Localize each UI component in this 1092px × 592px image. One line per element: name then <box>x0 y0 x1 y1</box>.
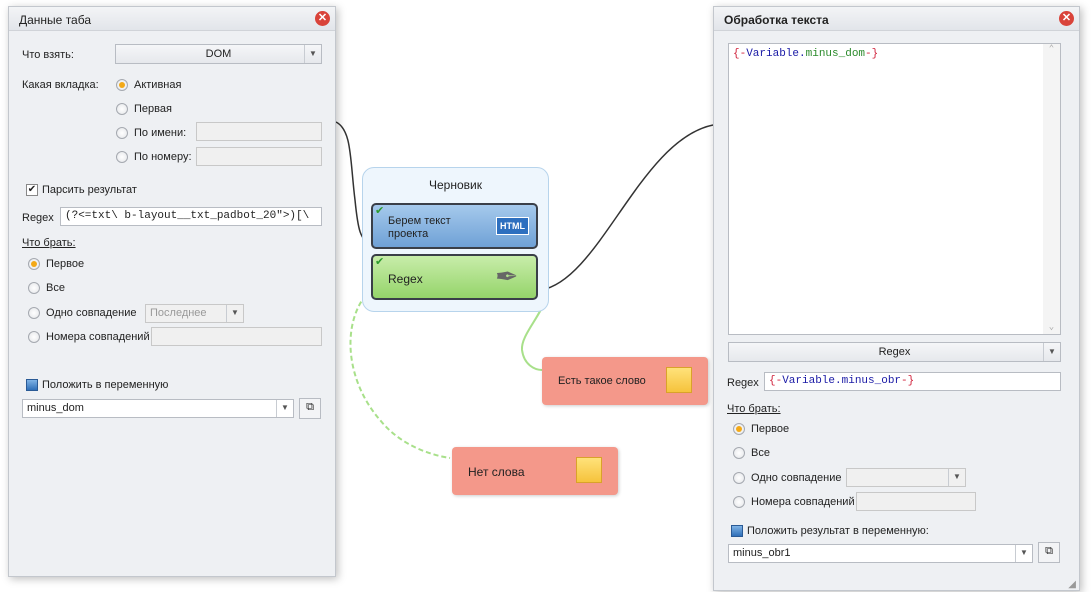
radio-active[interactable] <box>116 79 128 91</box>
group-title: Черновик <box>429 178 482 192</box>
radio-get-numbers[interactable] <box>733 496 745 508</box>
node-regex[interactable]: ✔ Regex ✒ <box>371 254 538 300</box>
html-icon: HTML <box>496 217 529 235</box>
panel-title: Данные таба ✕ <box>9 7 335 31</box>
scrollbar[interactable]: ⌃⌄ <box>1043 44 1060 334</box>
chevron-down-icon[interactable]: ▼ <box>226 305 243 322</box>
radio-label: Номера совпадений <box>751 496 855 508</box>
radio-label: Первое <box>751 423 790 435</box>
token-name: minus_dom <box>805 48 866 60</box>
what-take-select[interactable]: DOM ▼ <box>115 44 322 64</box>
select-value: minus_dom <box>27 402 84 414</box>
radio-get-one[interactable] <box>28 307 40 319</box>
node-word-exists[interactable]: Есть такое слово <box>542 357 708 405</box>
chevron-down-icon[interactable]: ▼ <box>948 469 965 486</box>
copy-icon: ⧉ <box>306 401 314 413</box>
text-area[interactable]: {-Variable.minus_dom-} ⌃⌄ <box>728 43 1061 335</box>
chevron-down-icon[interactable]: ▼ <box>1043 343 1060 361</box>
select-value: DOM <box>205 48 232 60</box>
radio-label: Активная <box>134 79 182 91</box>
what-get-label: Что брать: <box>727 403 781 415</box>
close-icon[interactable]: ✕ <box>1059 11 1074 26</box>
radio-get-first[interactable] <box>28 258 40 270</box>
node-no-word[interactable]: Нет слова <box>452 447 618 495</box>
radio-label: Первая <box>134 103 172 115</box>
variable-select[interactable]: minus_dom ▼ <box>22 399 294 418</box>
radio-get-numbers[interactable] <box>28 331 40 343</box>
radio-first[interactable] <box>116 103 128 115</box>
save-var-label: Положить результат в переменную: <box>747 525 929 537</box>
node-label: Есть такое слово <box>558 375 646 387</box>
radio-by-number[interactable] <box>116 151 128 163</box>
one-match-select[interactable]: ▼ <box>846 468 966 487</box>
regex-input[interactable]: {-Variable.minus_obr-} <box>764 372 1061 391</box>
panel-title: Обработка текста ✕ <box>714 7 1079 31</box>
tab-number-input[interactable] <box>196 147 322 166</box>
scroll-down-icon[interactable]: ⌄ <box>1048 322 1055 332</box>
node-get-text[interactable]: ✔ Берем текст проекта HTML <box>371 203 538 249</box>
check-icon: ✔ <box>375 205 385 217</box>
resize-grip-icon[interactable]: ◢ <box>1068 579 1076 590</box>
parse-checkbox[interactable]: ✔ <box>26 184 38 196</box>
radio-label: По номеру: <box>134 151 192 163</box>
chevron-down-icon[interactable]: ▼ <box>276 400 293 417</box>
regex-label: Regex <box>727 377 759 389</box>
select-value: Regex <box>878 346 911 358</box>
chevron-down-icon[interactable]: ▼ <box>1015 545 1032 562</box>
chevron-down-icon[interactable]: ▼ <box>304 45 321 63</box>
one-match-select[interactable]: Последнее ▼ <box>145 304 244 323</box>
regex-input[interactable]: (?<=txt\ b-layout__txt_padbot_20">)[\ <box>60 207 322 226</box>
node-label: Нет слова <box>468 465 525 479</box>
match-numbers-input[interactable] <box>856 492 976 511</box>
which-tab-label: Какая вкладка: <box>22 79 99 91</box>
radio-by-name[interactable] <box>116 127 128 139</box>
what-get-label: Что брать: <box>22 237 76 249</box>
copy-button[interactable]: ⧉ <box>1038 542 1060 563</box>
token-open: {- <box>769 375 783 387</box>
radio-label: Одно совпадение <box>751 472 842 484</box>
radio-label: Все <box>751 447 770 459</box>
node-label: Берем текст проекта <box>388 215 451 240</box>
variable-select[interactable]: minus_obr1 ▼ <box>728 544 1033 563</box>
radio-label: По имени: <box>134 127 187 139</box>
mode-select[interactable]: Regex ▼ <box>728 342 1061 362</box>
save-var-label: Положить в переменную <box>42 379 169 391</box>
radio-label: Одно совпадение <box>46 307 137 319</box>
what-take-label: Что взять: <box>22 49 74 61</box>
tab-name-input[interactable] <box>196 122 322 141</box>
token-var: Variable. <box>746 48 806 60</box>
token-close: -} <box>901 375 915 387</box>
node-label: Regex <box>388 272 423 286</box>
panel-title-text: Обработка текста <box>724 13 829 27</box>
radio-label: Номера совпадений <box>46 331 150 343</box>
token-name: minus_obr <box>841 375 902 387</box>
parse-label: Парсить результат <box>42 184 137 196</box>
radio-get-all[interactable] <box>733 447 745 459</box>
variable-icon <box>731 525 743 537</box>
note-icon <box>576 457 602 483</box>
pen-icon: ✒ <box>495 261 519 292</box>
regex-label: Regex <box>22 212 54 224</box>
tab-data-panel: Данные таба ✕ Что взять: DOM ▼ Какая вклад… <box>8 6 336 577</box>
variable-icon <box>26 379 38 391</box>
token-close: -} <box>865 48 879 60</box>
close-icon[interactable]: ✕ <box>315 11 330 26</box>
radio-get-one[interactable] <box>733 472 745 484</box>
radio-get-first[interactable] <box>733 423 745 435</box>
copy-button[interactable]: ⧉ <box>299 398 321 419</box>
note-icon <box>666 367 692 393</box>
select-value: Последнее <box>150 307 207 319</box>
token-var: Variable. <box>782 375 842 387</box>
check-icon: ✔ <box>375 256 385 268</box>
match-numbers-input[interactable] <box>151 327 322 346</box>
radio-get-all[interactable] <box>28 282 40 294</box>
panel-title-text: Данные таба <box>19 13 91 27</box>
text-processing-panel: Обработка текста✕ {-Variable.minus_dom-}… <box>713 6 1080 591</box>
token-open: {- <box>733 48 747 60</box>
select-value: minus_obr1 <box>733 547 791 559</box>
radio-label: Первое <box>46 258 85 270</box>
radio-label: Все <box>46 282 65 294</box>
copy-icon: ⧉ <box>1045 545 1053 557</box>
